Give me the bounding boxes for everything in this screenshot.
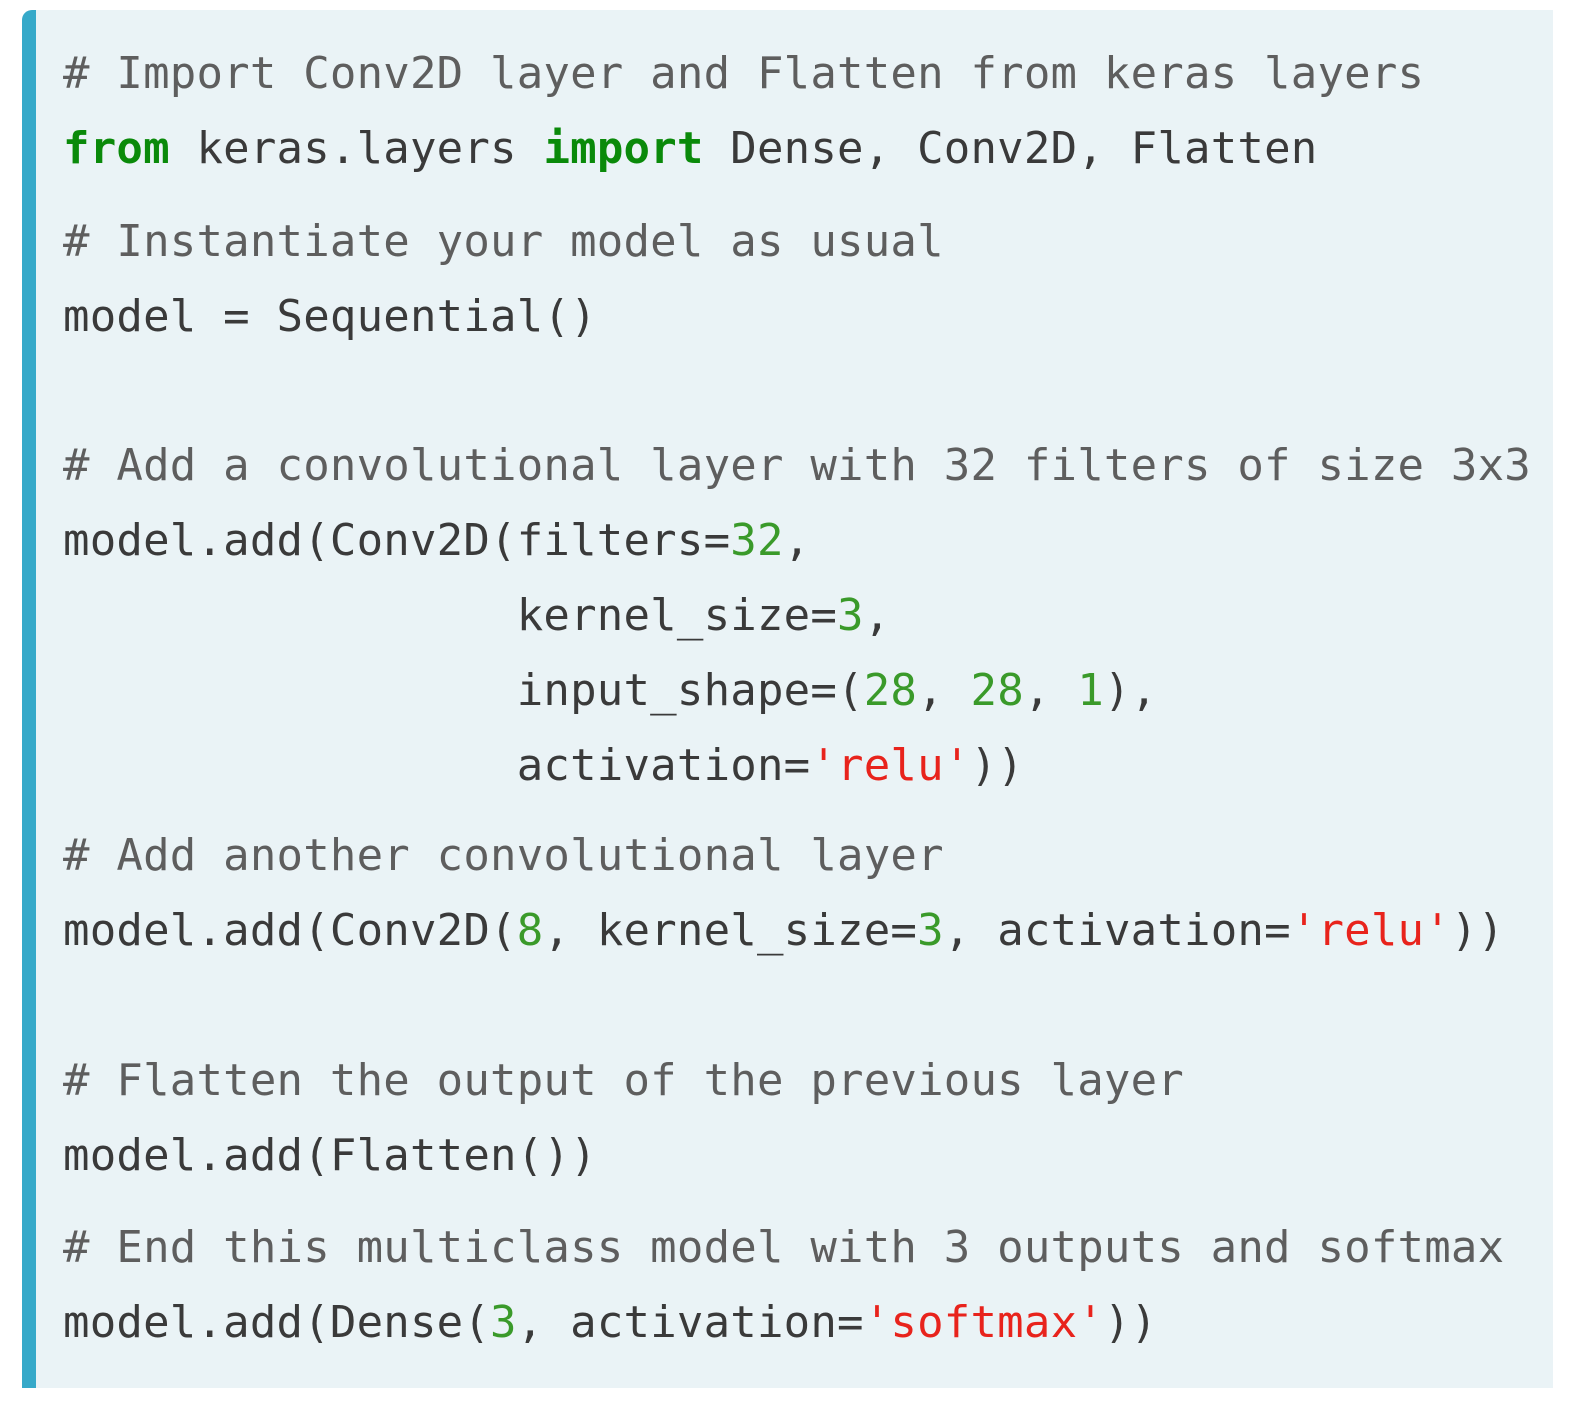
code-line: model.add(Conv2D(filters=32, xyxy=(63,503,810,578)
code-token-keyword: from xyxy=(63,123,170,174)
code-token-plain: , activation= xyxy=(943,905,1291,956)
code-line: model.add(Conv2D(8, kernel_size=3, activ… xyxy=(63,893,1504,968)
code-token-plain: , kernel_size= xyxy=(543,905,918,956)
code-token-string: 'relu' xyxy=(810,740,971,791)
code-block: # Import Conv2D layer and Flatten from k… xyxy=(22,10,1553,1388)
code-line: # End this multiclass model with 3 outpu… xyxy=(63,1210,1504,1285)
code-token-number: 3 xyxy=(837,590,864,641)
code-line: model.add(Dense(3, activation='softmax')… xyxy=(63,1285,1157,1360)
code-line: activation='relu')) xyxy=(63,728,1024,803)
code-token-plain: kernel_size= xyxy=(63,590,838,641)
code-token-number: 28 xyxy=(863,665,918,716)
code-token-plain: )) xyxy=(1103,1297,1158,1348)
code-token-plain: model.add(Dense( xyxy=(63,1297,491,1348)
code-token-plain: keras.layers xyxy=(169,123,544,174)
code-token-number: 8 xyxy=(516,905,544,956)
code-token-plain: , xyxy=(1023,665,1078,716)
code-line: kernel_size=3, xyxy=(63,578,891,653)
code-token-comment: # Instantiate your model as usual xyxy=(63,216,944,267)
code-token-plain: )) xyxy=(970,740,1024,791)
code-line: from keras.layers import Dense, Conv2D, … xyxy=(63,111,1317,186)
code-token-number: 3 xyxy=(917,905,944,956)
code-token-plain: model.add(Conv2D(filters= xyxy=(63,515,731,566)
code-token-plain: model.add(Flatten()) xyxy=(63,1130,597,1181)
code-token-plain: )) xyxy=(1450,905,1505,956)
code-token-keyword: import xyxy=(543,123,704,174)
code-line: model.add(Flatten()) xyxy=(63,1118,597,1193)
code-token-comment: # Flatten the output of the previous lay… xyxy=(63,1055,1184,1106)
code-token-number: 28 xyxy=(970,665,1024,716)
code-token-number: 1 xyxy=(1077,665,1104,716)
code-token-plain: Dense, Conv2D, Flatten xyxy=(703,123,1318,174)
code-line: # Flatten the output of the previous lay… xyxy=(63,1043,1184,1118)
code-token-string: 'softmax' xyxy=(863,1297,1104,1348)
code-token-plain: ), xyxy=(1103,665,1158,716)
code-token-plain: , xyxy=(917,665,971,716)
code-token-plain: input_shape=( xyxy=(63,665,864,716)
code-token-plain: activation= xyxy=(63,740,811,791)
code-token-comment: # Add another convolutional layer xyxy=(63,830,944,881)
code-token-plain: , activation= xyxy=(516,1297,864,1348)
code-line: # Import Conv2D layer and Flatten from k… xyxy=(63,36,1424,111)
code-token-comment: # Add a convolutional layer with 32 filt… xyxy=(63,440,1531,491)
code-token-plain: , xyxy=(783,515,811,566)
code-token-string: 'relu' xyxy=(1290,905,1451,956)
code-token-comment: # End this multiclass model with 3 outpu… xyxy=(63,1222,1505,1273)
code-line: # Add another convolutional layer xyxy=(63,818,944,893)
code-token-number: 32 xyxy=(730,515,784,566)
code-token-plain: model = Sequential() xyxy=(63,291,597,342)
code-token-plain: model.add(Conv2D( xyxy=(63,905,517,956)
code-token-comment: # Import Conv2D layer and Flatten from k… xyxy=(63,48,1425,99)
code-line: input_shape=(28, 28, 1), xyxy=(63,653,1157,728)
code-line: # Add a convolutional layer with 32 filt… xyxy=(63,428,1531,503)
code-line: model = Sequential() xyxy=(63,279,597,354)
code-token-number: 3 xyxy=(490,1297,517,1348)
code-token-plain: , xyxy=(863,590,891,641)
code-line: # Instantiate your model as usual xyxy=(63,204,944,279)
code-block-accent-bar xyxy=(22,10,36,1388)
